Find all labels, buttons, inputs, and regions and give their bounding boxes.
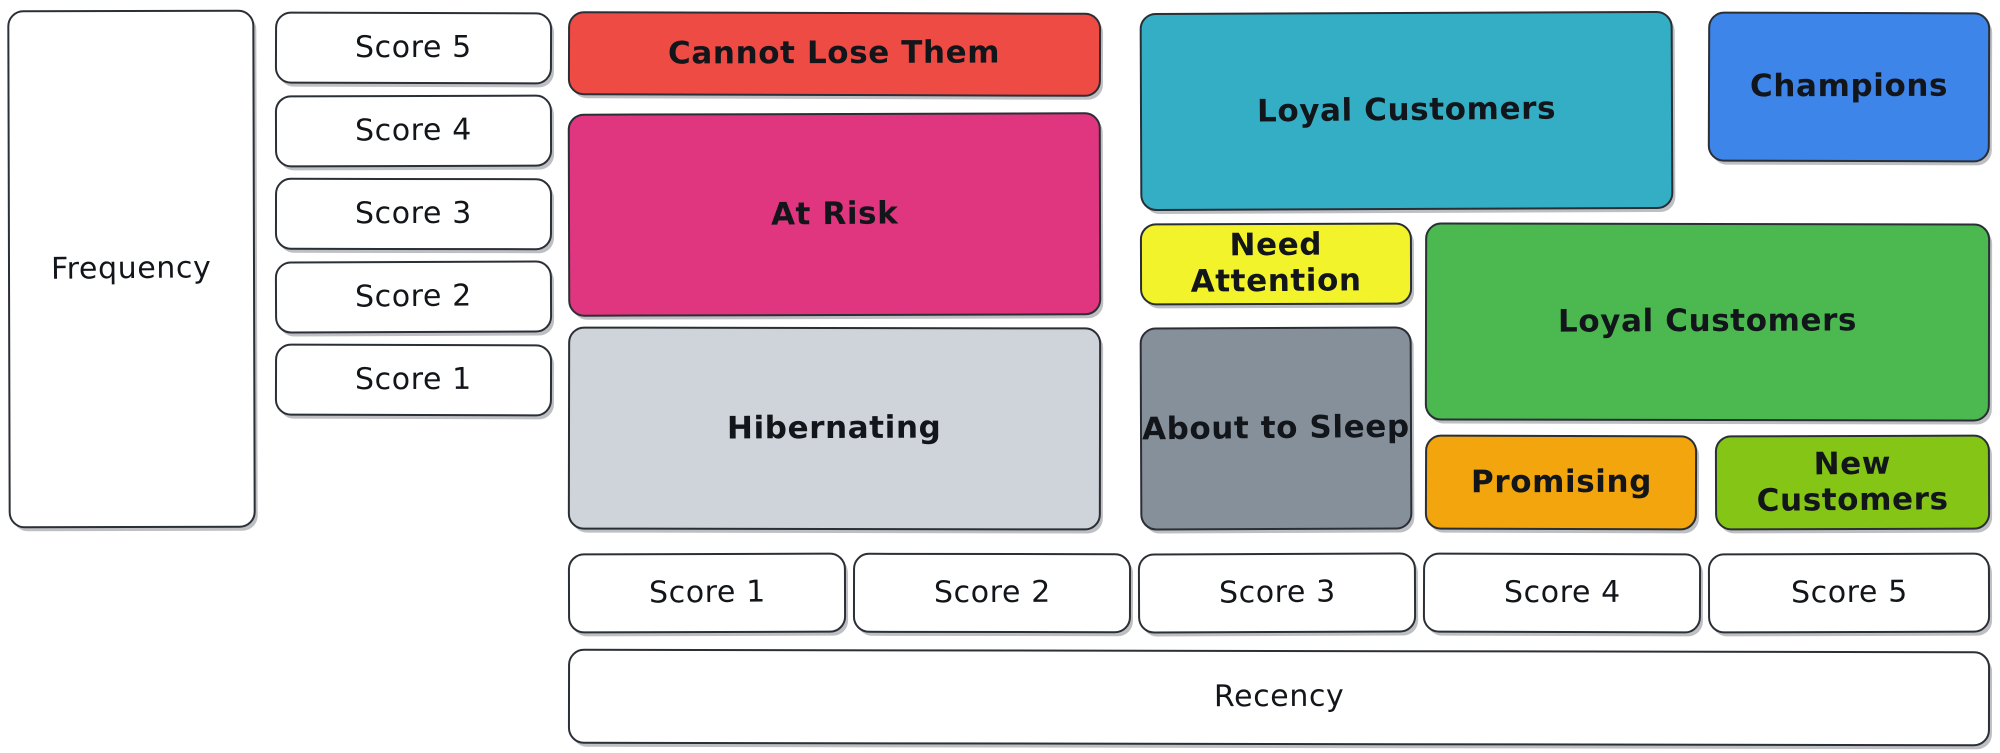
recency-score-label: Score 2 (933, 574, 1051, 611)
recency-axis-label: Recency (1213, 678, 1345, 715)
segment-label: Loyal Customers (1557, 302, 1858, 340)
frequency-score-box-3: Score 3 (274, 177, 553, 251)
segment-label: Loyal Customers (1256, 90, 1557, 130)
segment-box-hibernating[interactable]: Hibernating (567, 326, 1102, 531)
frequency-score-box-5: Score 5 (274, 11, 553, 85)
segment-box-need-attention[interactable]: Need Attention (1139, 222, 1413, 306)
segment-label: Promising (1470, 463, 1652, 500)
segment-label: Hibernating (727, 409, 942, 447)
recency-score-label: Score 1 (648, 574, 766, 611)
frequency-score-box-4: Score 4 (274, 94, 553, 168)
frequency-axis-label: Frequency (51, 250, 212, 287)
recency-score-label: Score 3 (1218, 574, 1336, 611)
segment-box-loyal-customers[interactable]: Loyal Customers (1424, 222, 1991, 422)
segment-box-cannot-lose-them[interactable]: Cannot Lose Them (567, 11, 1102, 97)
frequency-score-label: Score 1 (355, 361, 472, 397)
segment-label: Champions (1749, 67, 1949, 105)
recency-score-box-1: Score 1 (567, 552, 847, 634)
segment-box-new-customers[interactable]: New Customers (1714, 434, 1991, 531)
recency-score-label: Score 5 (1790, 574, 1908, 611)
recency-score-label: Score 4 (1503, 574, 1621, 610)
segment-label: Need Attention (1190, 226, 1362, 300)
segment-box-champions[interactable]: Champions (1707, 11, 1991, 163)
frequency-score-label: Score 4 (354, 112, 473, 149)
frequency-score-box-1: Score 1 (274, 343, 553, 417)
frequency-score-label: Score 3 (354, 195, 472, 232)
segment-box-promising[interactable]: Promising (1424, 434, 1698, 531)
recency-score-box-5: Score 5 (1707, 552, 1991, 634)
segment-label: At Risk (770, 195, 899, 233)
segment-box-at-risk[interactable]: At Risk (567, 112, 1102, 317)
recency-score-box-4: Score 4 (1422, 552, 1702, 634)
recency-score-box-3: Score 3 (1137, 552, 1417, 634)
frequency-score-label: Score 5 (355, 29, 472, 65)
segment-label: About to Sleep (1141, 408, 1410, 448)
segment-box-about-to-sleep[interactable]: About to Sleep (1139, 326, 1413, 531)
frequency-axis-label-box: Frequency (7, 9, 256, 529)
segment-label: New Customers (1756, 445, 1949, 519)
recency-axis-label-box: Recency (567, 648, 1991, 747)
recency-score-box-2: Score 2 (852, 552, 1132, 634)
segment-label: Cannot Lose Them (668, 34, 1001, 72)
segment-box-loyal-customers[interactable]: Loyal Customers (1139, 10, 1674, 212)
frequency-score-label: Score 2 (354, 278, 473, 315)
frequency-score-box-2: Score 2 (274, 260, 553, 334)
